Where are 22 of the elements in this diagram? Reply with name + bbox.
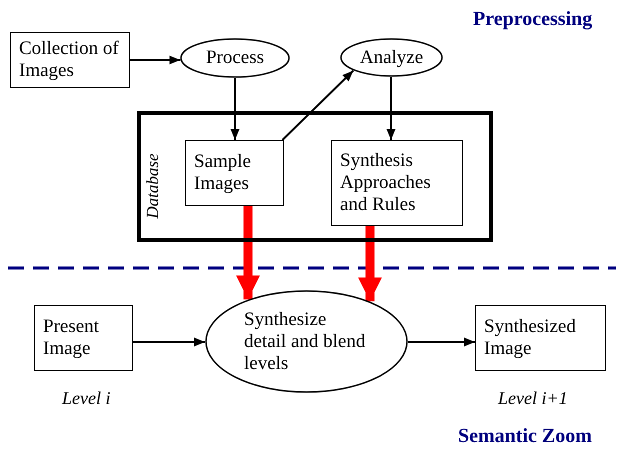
node-label: Synthesize detail and blend levels [244,308,366,374]
level-caption: Level i+1 [498,388,568,409]
section-heading: Preprocessing [473,8,592,31]
arrow [408,338,475,346]
process-box: Sample Images [185,140,284,206]
arrow [386,77,396,140]
arrow [230,78,240,140]
level-caption: Level i [62,388,110,409]
panel-title: Database [142,152,163,221]
arrow [358,226,382,302]
arrow [282,70,354,141]
arrow [130,56,180,64]
node-label: Analyze [360,46,424,68]
arrow [133,338,205,346]
process-box: Collection of Images [10,32,130,88]
process-box: Synthesized Image [475,305,606,371]
section-heading: Semantic Zoom [458,425,592,448]
process-box: Synthesis Approaches and Rules [331,140,463,226]
arrow [236,206,260,300]
database-panel [137,111,493,242]
node-label: Process [206,47,264,69]
process-box: Present Image [34,305,133,371]
